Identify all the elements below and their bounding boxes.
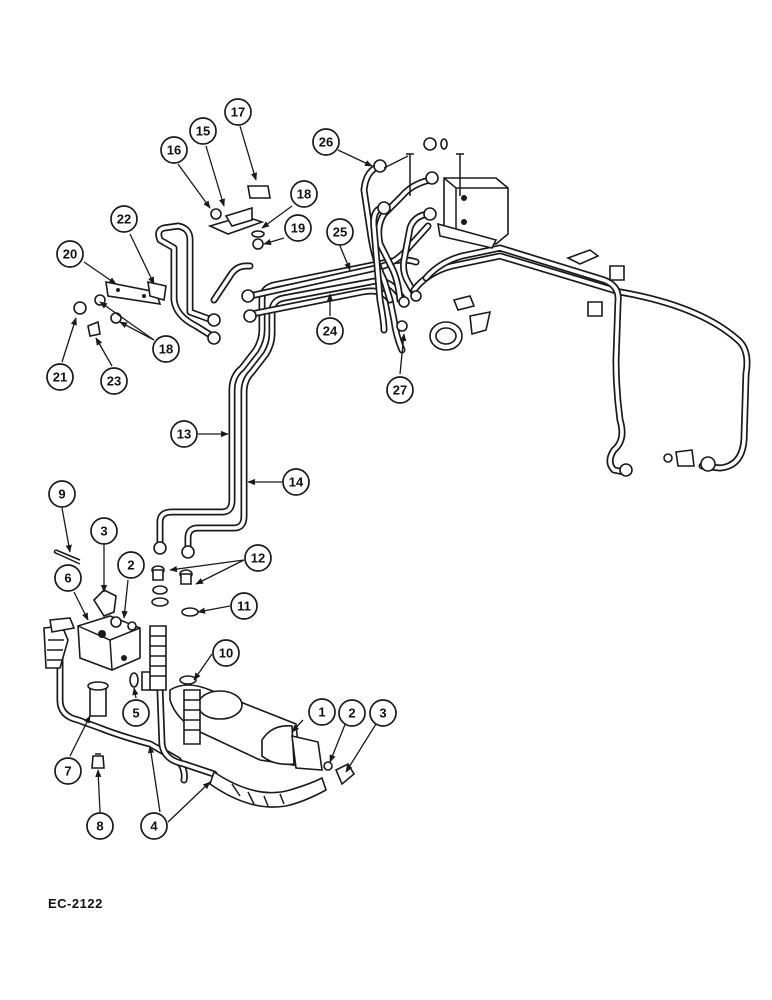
callout-18: 18: [152, 335, 180, 363]
svg-text:24: 24: [323, 324, 338, 339]
callout-23: 23: [100, 367, 128, 395]
svg-text:7: 7: [64, 764, 71, 779]
hose-fitting-left: [43, 617, 76, 669]
svg-text:6: 6: [64, 571, 71, 586]
callout-2: 2: [117, 551, 145, 579]
callout-10: 10: [212, 639, 240, 667]
callout-19: 19: [284, 214, 312, 242]
pipe-long-right: [410, 244, 751, 476]
callout-7: 7: [54, 757, 82, 785]
leader-lines: [61, 125, 409, 823]
pump-block: [437, 177, 509, 249]
top-fittings: [373, 137, 464, 221]
callout-27: 27: [386, 376, 414, 404]
svg-text:2: 2: [348, 706, 355, 721]
callout-24: 24: [316, 317, 344, 345]
svg-text:27: 27: [393, 383, 407, 398]
callout-17: 17: [224, 98, 252, 126]
callout-2: 2: [338, 699, 366, 727]
brackets-upper-left: [73, 280, 167, 337]
svg-text:1: 1: [318, 705, 325, 720]
svg-text:17: 17: [231, 105, 245, 120]
nuts-junction: [207, 289, 422, 345]
svg-text:3: 3: [379, 706, 386, 721]
svg-text:16: 16: [167, 143, 181, 158]
plug-8: [91, 753, 105, 769]
svg-text:2: 2: [127, 558, 134, 573]
svg-text:13: 13: [177, 427, 191, 442]
callout-15: 15: [189, 117, 217, 145]
pin-7: [87, 681, 109, 717]
svg-text:23: 23: [107, 374, 121, 389]
svg-text:10: 10: [219, 646, 233, 661]
callout-14: 14: [282, 468, 310, 496]
svg-text:9: 9: [58, 487, 65, 502]
callout-12: 12: [244, 544, 272, 572]
pipe-13: [156, 256, 420, 552]
pipe-26-27: [360, 162, 434, 334]
clips-right: [429, 249, 625, 351]
callout-5: 5: [122, 699, 150, 727]
callout-3: 3: [90, 517, 118, 545]
pipe-14: [184, 277, 408, 556]
callout-8: 8: [86, 812, 114, 840]
svg-text:18: 18: [159, 342, 173, 357]
callout-1: 1: [308, 698, 336, 726]
svg-text:4: 4: [150, 819, 158, 834]
callout-4: 4: [140, 812, 168, 840]
svg-text:14: 14: [289, 475, 304, 490]
callout-3: 3: [369, 699, 397, 727]
svg-text:18: 18: [297, 187, 311, 202]
callout-26: 26: [312, 128, 340, 156]
clamp-15-17: [207, 185, 271, 250]
cotter-9: [53, 549, 81, 565]
svg-text:26: 26: [319, 135, 333, 150]
svg-text:8: 8: [96, 819, 103, 834]
svg-text:20: 20: [63, 247, 77, 262]
callout-22: 22: [110, 205, 138, 233]
svg-text:21: 21: [53, 370, 67, 385]
callout-18: 18: [290, 180, 318, 208]
svg-text:3: 3: [100, 524, 107, 539]
svg-text:12: 12: [251, 551, 265, 566]
valve-block: [77, 615, 141, 671]
callout-21: 21: [46, 363, 74, 391]
pipe-15-bracket-lines: [155, 222, 254, 340]
end-fittings-right: [619, 449, 716, 477]
hose-assembly-4: [149, 625, 327, 808]
svg-text:15: 15: [196, 124, 210, 139]
callout-20: 20: [56, 240, 84, 268]
svg-text:22: 22: [117, 212, 131, 227]
callout-9: 9: [48, 480, 76, 508]
callout-13: 13: [170, 420, 198, 448]
callout-6: 6: [54, 564, 82, 592]
callout-11: 11: [230, 592, 258, 620]
callout-25: 25: [326, 218, 354, 246]
svg-text:19: 19: [291, 221, 305, 236]
svg-text:11: 11: [237, 599, 251, 614]
pipe-4-lower: [56, 646, 218, 784]
svg-text:25: 25: [333, 225, 347, 240]
svg-text:5: 5: [132, 706, 139, 721]
callout-16: 16: [160, 136, 188, 164]
figure-reference-code: EC-2122: [48, 896, 103, 911]
